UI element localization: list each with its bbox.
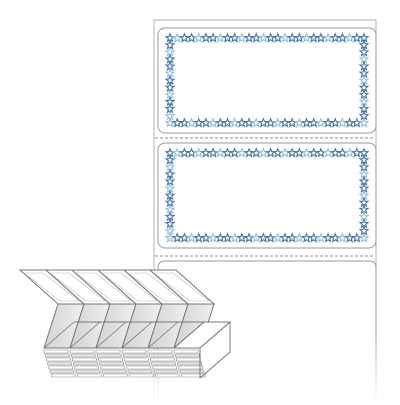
fanfold-top-strip [18,269,216,305]
fanfold-label-inner [101,272,158,302]
label-outline [157,142,377,249]
stack-divider [121,321,153,349]
stack-divider [199,321,231,349]
stack-layer [148,353,174,358]
fanfold-label-inner [153,272,210,302]
stack-layer [153,369,179,374]
stack-layer [75,369,101,374]
stack-layer [100,365,126,370]
stack-layer [128,373,154,378]
stack-layer [46,357,71,362]
label-2 [157,142,377,249]
stack-divider [95,321,127,349]
fanfold-fold [43,303,215,349]
stack-layer [76,373,102,378]
stack-layer [44,353,70,358]
stack-layer [99,361,124,366]
stack-layer [121,349,147,354]
stack-layer [47,361,72,366]
stack-layer [96,353,122,358]
stack-layer [180,373,206,378]
stack-layer [179,369,205,374]
fanfold-label-inner [127,272,184,302]
stack-layer [173,349,199,354]
stack-layer [124,357,149,362]
fanfold-label-stack [18,269,232,379]
stack-layer [147,349,173,354]
stack-layer [98,357,123,362]
stack-layer [122,353,148,358]
stack-layer [101,369,127,374]
stack-layer [177,361,202,366]
stack-layer [154,373,180,378]
stack-layer [174,353,200,358]
stack-layer [126,365,152,370]
fanfold-label-inner [75,272,132,302]
stack-layer [74,365,100,370]
stack-layer [43,349,69,354]
fanfold-label-inner [23,272,80,302]
stack-layer [178,365,204,370]
stack-layer [127,369,153,374]
stack-divider [69,321,101,349]
stack-layer [150,357,175,362]
stack-layer [95,349,121,354]
stack-layer [73,361,98,366]
stack-layer [70,353,96,358]
stack-divider [43,321,75,349]
fanfold-label-inner [49,272,106,302]
stack-layer [69,349,95,354]
stack-layer [125,361,150,366]
stack-edge [199,351,231,379]
stack-layer [102,373,128,378]
label-1 [157,27,377,134]
stack-layer [50,373,76,378]
stack-divider [147,321,179,349]
stack-divider [173,321,205,349]
stack-layer [48,365,74,370]
label-outline [157,27,377,134]
stack-layer [49,369,75,374]
stack-layer [72,357,97,362]
stack-layer [152,365,178,370]
fanfold-stack-block [43,321,232,379]
stack-layer [151,361,176,366]
stack-layer [176,357,201,362]
